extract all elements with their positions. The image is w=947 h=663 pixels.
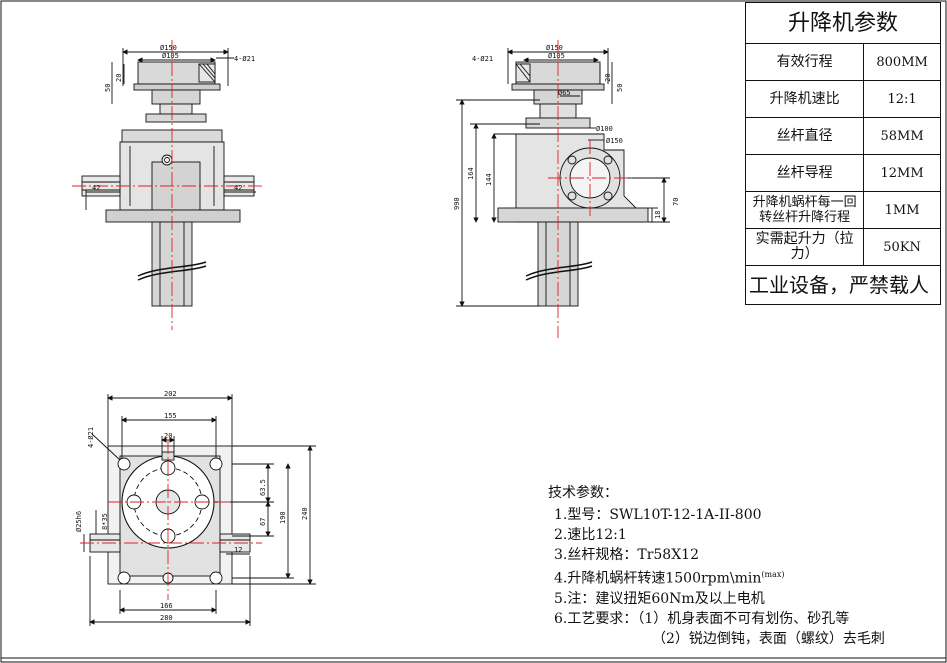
- side-dim-total-height: 990: [453, 197, 461, 210]
- row-label: 实需起升力（拉力）: [744, 228, 865, 266]
- top-dim-280: 280: [160, 614, 173, 622]
- top-dim-20: 20: [164, 432, 172, 440]
- front-dim-holes: 4-Ø21: [234, 55, 255, 63]
- front-dim-bolt-circle: Ø105: [162, 52, 179, 60]
- top-dim-67: 67: [259, 518, 267, 526]
- side-dim-axis-height: 70: [672, 198, 680, 206]
- front-dim-flange-t: 20: [115, 74, 123, 82]
- table-title: 升降机参数: [745, 2, 941, 44]
- note-item: 6.工艺要求：（1）机身表面不可有划伤、砂孔等: [554, 610, 850, 627]
- top-dim-202: 202: [164, 390, 177, 398]
- row-label-line1: 升降机蜗杆每一回: [752, 195, 857, 210]
- note-item: 3.丝杆规格：Tr58X12: [554, 547, 699, 563]
- side-dim-bolt-circle: Ø105: [548, 52, 565, 60]
- front-dim-flange-h: 50: [104, 84, 112, 92]
- row-value: 12:1: [863, 80, 941, 118]
- side-view: [456, 48, 670, 307]
- note-item: （2）锐边倒钝，表面（螺纹）去毛刺: [652, 630, 885, 647]
- side-dim-flange-t: 20: [604, 74, 612, 82]
- top-view: [83, 394, 316, 626]
- row-value: 12MM: [863, 154, 941, 192]
- top-dim-63: 63.5: [259, 479, 267, 496]
- note-speed-text: 4.升降机蜗杆转速1500rpm\min: [554, 570, 762, 587]
- side-dim-body-height2: 144: [485, 173, 493, 186]
- top-dim-166: 166: [160, 602, 173, 610]
- notes-heading: 技术参数：: [548, 485, 618, 501]
- row-value: 1MM: [863, 191, 941, 229]
- row-value: 58MM: [863, 117, 941, 155]
- note-item: 1.型号：SWL10T-12-1A-II-800: [554, 507, 762, 523]
- note-item: 2.速比12:1: [554, 527, 627, 543]
- top-dim-12: 12: [234, 546, 242, 554]
- side-dim-flange-h: 50: [616, 84, 624, 92]
- row-label-multiline: 升降机蜗杆每一回 转丝杆升降行程: [744, 191, 865, 229]
- side-dim-body-height: 164: [467, 167, 475, 180]
- top-dim-holes: 4-Ø21: [87, 427, 95, 448]
- side-dim-base: 18: [654, 211, 662, 219]
- front-dim-shaft-left: 42: [92, 184, 100, 192]
- row-value: 50KN: [863, 228, 941, 266]
- side-dim-holes: 4-Ø21: [472, 55, 493, 63]
- top-dim-shaft-d: Ø25h6: [75, 511, 83, 532]
- technical-notes: 技术参数： 1.型号：SWL10T-12-1A-II-800 2.速比12:1 …: [548, 483, 885, 649]
- safety-warning: 工业设备，严禁载人: [745, 265, 941, 305]
- side-dim-flange-od: Ø150: [546, 44, 563, 52]
- row-value: 800MM: [863, 43, 941, 81]
- note-superscript: (max): [761, 570, 785, 579]
- row-label: 丝杆直径: [744, 117, 865, 155]
- top-dim-key: 8*35: [101, 513, 109, 530]
- parameter-table: 升降机参数 有效行程 800MM 升降机速比 12:1 丝杆直径 58MM 丝杆…: [744, 2, 941, 305]
- front-view: [81, 48, 256, 307]
- side-dim-bore1: Ø100: [596, 125, 613, 133]
- top-dim-155: 155: [164, 412, 177, 420]
- row-label: 有效行程: [744, 43, 865, 81]
- side-dim-neck: Ø65: [558, 89, 571, 97]
- row-label-line2: 转丝杆升降行程: [759, 210, 851, 225]
- front-dim-flange-od: Ø150: [160, 44, 177, 52]
- side-dim-bore2: Ø150: [606, 137, 623, 145]
- top-dim-190: 190: [279, 511, 287, 524]
- top-dim-240: 240: [301, 507, 309, 520]
- front-dim-shaft-right: 42: [234, 184, 242, 192]
- row-label: 升降机速比: [744, 80, 865, 118]
- note-item: 5.注：建议扭矩60Nm及以上电机: [554, 590, 765, 607]
- note-item-speed: 4.升降机蜗杆转速1500rpm\min(max): [548, 565, 885, 589]
- row-label: 丝杆导程: [744, 154, 865, 192]
